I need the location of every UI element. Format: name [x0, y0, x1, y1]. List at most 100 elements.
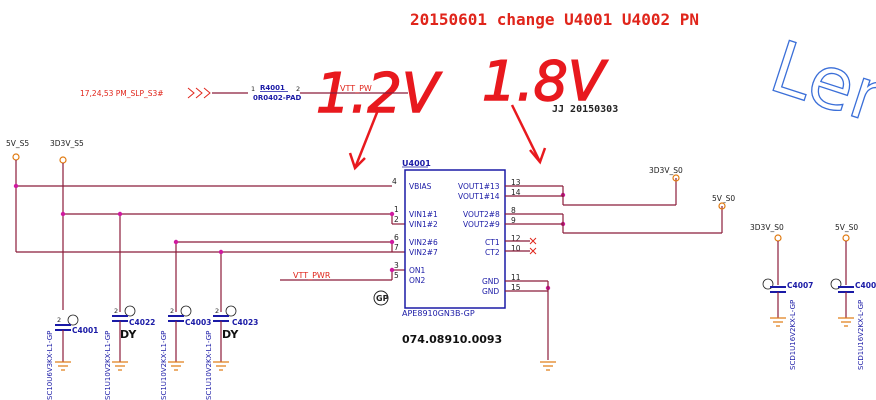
- handwritten-arrow-left: [348, 109, 380, 171]
- cap-value: SC1U10V2KX-L1-GP: [104, 331, 112, 400]
- cap-c4003: 2 C4003 SC1U10V2KX-L1-GP: [160, 305, 211, 400]
- pin-name-vout2-9: VOUT2#9: [463, 220, 500, 229]
- cap-dy: DY: [222, 328, 239, 341]
- cap-dy: DY: [120, 328, 137, 341]
- cap-badge-icon: [180, 305, 192, 317]
- rail-3d3v-s0-a: 3D3V_S0: [649, 166, 683, 175]
- cap-ref: C4001: [72, 326, 98, 335]
- cap-ref: C4007: [787, 281, 813, 290]
- junction-dots: [13, 183, 566, 291]
- cap-c4008: C4008 SCD1U16V2KX-L-GP: [830, 241, 876, 370]
- cap-pin: 2: [215, 307, 219, 315]
- pin-name-on2: ON2: [409, 276, 426, 285]
- cap-value: SC10U6V3KX-L1-GP: [46, 331, 54, 400]
- pin-num-4: 4: [392, 177, 397, 186]
- cap-pin: 2: [57, 316, 61, 324]
- rail-3d3v-s0-b: 3D3V_S0: [750, 223, 784, 232]
- cap-c4007: C4007 SCD1U16V2KX-L-GP: [762, 241, 813, 370]
- r4001-pin1: 1: [251, 85, 255, 93]
- u4001-ref: U4001: [402, 159, 431, 168]
- cap-value: SC1U10V2KX-L1-GP: [205, 331, 213, 400]
- rail-3d3v-s5-port: [59, 156, 67, 164]
- cap-pin: 2: [114, 307, 118, 315]
- cap-ref: C4023: [232, 318, 258, 327]
- cap-badge-icon: [225, 305, 237, 317]
- pin-name-vin2-7: VIN2#7: [409, 248, 438, 257]
- jj-note: JJ 20150303: [552, 104, 618, 115]
- offpage-connector: [187, 87, 211, 99]
- vtt-pwr-top-label: VTT_PW: [340, 84, 372, 93]
- pin-num-14: 14: [511, 188, 521, 197]
- cap-c4022: 2 C4022 DY SC1U10V2KX-L1-GP: [104, 305, 155, 400]
- pin-num-10: 10: [511, 244, 521, 253]
- cap-c4023: 2 C4023 DY SC1U10V2KX-L1-GP: [205, 305, 258, 400]
- rail-5v-s0-a-port: [718, 202, 726, 210]
- cap-badge-icon: [830, 278, 842, 290]
- rail-3d3v-s5: 3D3V_S5: [50, 139, 84, 148]
- cap-value: SC1U10V2KX-L1-GP: [160, 331, 168, 400]
- pin-num-11: 11: [511, 273, 521, 282]
- pin-num-7: 7: [394, 243, 399, 252]
- pin-num-9: 9: [511, 216, 516, 225]
- pin-num-13: 13: [511, 178, 521, 187]
- vtt-pwr-label: VTT_PWR: [293, 271, 331, 280]
- rail-3d3v-s0-a-port: [672, 174, 680, 182]
- pin-name-vout1-14: VOUT1#14: [458, 192, 500, 201]
- cap-value: SCD1U16V2KX-L-GP: [857, 300, 865, 370]
- cap-pin: 2: [170, 307, 174, 315]
- pin-name-ct1: CT1: [485, 238, 500, 247]
- rail-3d3v-s0-b-port: [774, 234, 782, 242]
- r4001-pin2: 2: [296, 85, 300, 93]
- cap-ref: C4008: [855, 281, 876, 290]
- no-connect-marks: [529, 237, 537, 255]
- pin-num-8: 8: [511, 206, 516, 215]
- rail-5v-s0-b: 5V_S0: [835, 223, 858, 232]
- cap-value: SCD1U16V2KX-L-GP: [789, 300, 797, 370]
- pin-name-gnd-11: GND: [482, 277, 499, 286]
- pin-num-12: 12: [511, 234, 521, 243]
- ic-part-name: APE8910GN3B-GP: [402, 309, 475, 318]
- gp-mark-circle: [373, 290, 389, 306]
- cap-c4001: 2 C4001 SC10U6V3KX-L1-GP: [46, 314, 98, 400]
- pin-name-vin2-6: VIN2#6: [409, 238, 438, 247]
- ic-ground-symbol: [540, 361, 556, 371]
- rail-5v-s5: 5V_S5: [6, 139, 29, 148]
- output-wires: [505, 178, 723, 360]
- pin-name-vout1-13: VOUT1#13: [458, 182, 500, 191]
- pin-name-vout2-8: VOUT2#8: [463, 210, 500, 219]
- pin-name-gnd-15: GND: [482, 287, 499, 296]
- pm-slp-net-label: 17,24,53 PM_SLP_S3#: [80, 89, 164, 98]
- cap-ref: C4022: [129, 318, 155, 327]
- pin-num-2: 2: [394, 215, 399, 224]
- pin-name-vbias: VBIAS: [409, 182, 432, 191]
- pin-num-3: 3: [394, 261, 399, 270]
- cap-badge-icon: [762, 278, 774, 290]
- rail-5v-s0-a: 5V_S0: [712, 194, 735, 203]
- rail-5v-s5-port: [12, 153, 20, 161]
- rail-5v-s0-b-port: [842, 234, 850, 242]
- pin-num-5: 5: [394, 271, 399, 280]
- cap-ref: C4003: [185, 318, 211, 327]
- handwritten-1v8: 1.8V: [482, 50, 609, 113]
- pin-name-ct2: CT2: [485, 248, 500, 257]
- pin-name-on1: ON1: [409, 266, 426, 275]
- ic-part-number: 074.08910.0093: [402, 333, 502, 346]
- pin-num-15: 15: [511, 283, 521, 292]
- cap-badge-icon: [67, 314, 79, 326]
- pin-name-vin1-2: VIN1#2: [409, 220, 438, 229]
- pin-num-6: 6: [394, 233, 399, 242]
- pin-num-1: 1: [394, 205, 399, 214]
- ic-left-pins: 4 VBIAS 1 VIN1#1 2 VIN1#2 6 VIN2#6 7 VIN…: [392, 177, 438, 285]
- handwritten-arrow-right: [510, 104, 547, 165]
- r4001-footprint: 0R0402-PAD: [253, 94, 302, 102]
- r4001-ref: R4001: [260, 84, 285, 92]
- pin-name-vin1-1: VIN1#1: [409, 210, 438, 219]
- cap-badge-icon: [124, 305, 136, 317]
- ic-right-pins: VOUT1#13 13 VOUT1#14 14 VOUT2#8 8 VOUT2#…: [458, 178, 521, 296]
- change-note: 20150601 change U4001 U4002 PN: [410, 10, 699, 29]
- gp-mark: GP: [376, 294, 389, 303]
- ic-u4001-body: [404, 169, 506, 309]
- input-wires: [15, 160, 406, 312]
